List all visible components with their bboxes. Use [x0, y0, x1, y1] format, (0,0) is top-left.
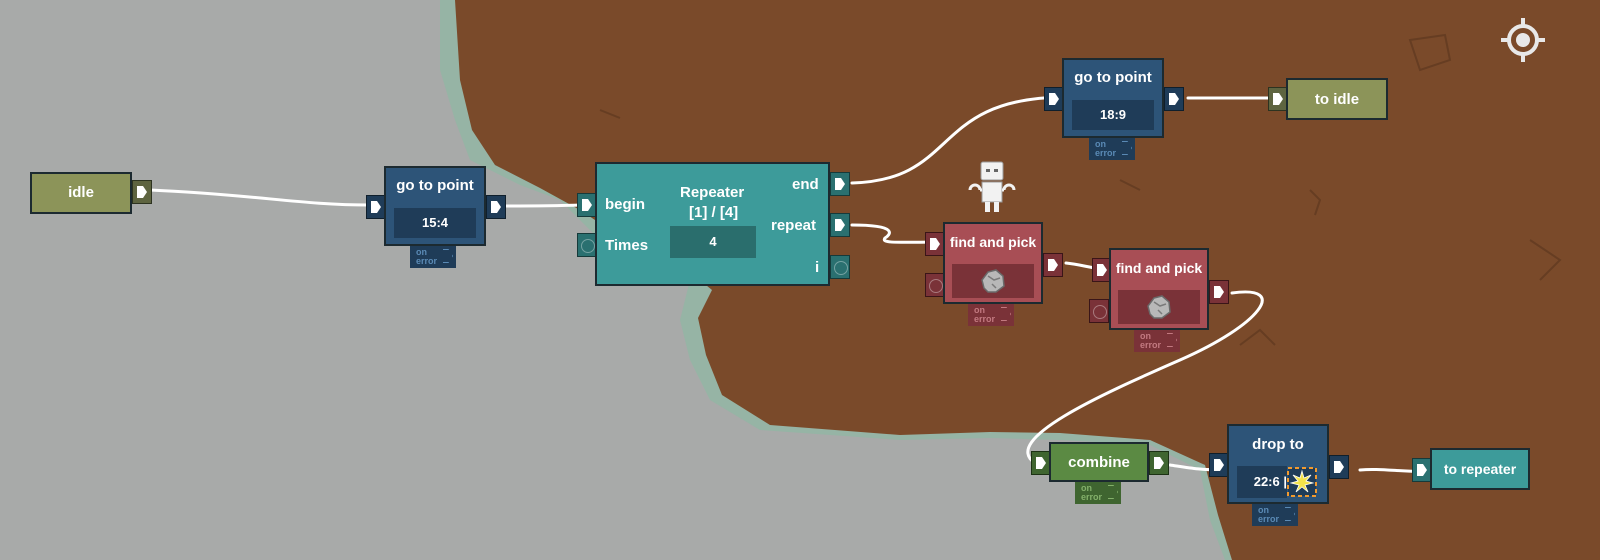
repeater-end-label: end	[792, 176, 819, 193]
goto1-input-port[interactable]	[366, 195, 386, 219]
combine-output-port[interactable]	[1149, 451, 1169, 475]
combine-on-error-label: on error	[1081, 483, 1103, 502]
combine-node[interactable]: combine	[1049, 442, 1149, 482]
on-error-arrow-icon	[443, 249, 453, 263]
repeater-end-port[interactable]	[830, 172, 850, 196]
find-and-pick-node-2[interactable]: find and pick	[1109, 248, 1209, 330]
repeater-times-label: Times	[605, 237, 649, 254]
goto1-on-error-label: on error	[416, 247, 438, 266]
idle-node[interactable]: idle	[30, 172, 132, 214]
combine-label: combine	[1068, 454, 1130, 471]
on-error-arrow-icon	[1108, 485, 1118, 499]
repeater-times-port[interactable]	[577, 233, 597, 257]
to-repeater-input-port[interactable]	[1412, 458, 1432, 482]
find1-output-port[interactable]	[1043, 253, 1063, 277]
goto2-output-port[interactable]	[1164, 87, 1184, 111]
explosion-target-icon[interactable]	[1287, 467, 1317, 497]
combine-on-error-port[interactable]: on error	[1075, 482, 1121, 504]
robot-icon	[968, 161, 1016, 212]
find1-item-slot[interactable]	[952, 264, 1034, 298]
goto1-label: go to point	[396, 177, 474, 194]
repeater-title: Repeater	[680, 184, 745, 201]
drop-label: drop to	[1252, 436, 1304, 453]
on-error-arrow-icon	[1001, 307, 1011, 321]
drop-on-error-label: on error	[1258, 505, 1280, 524]
goto1-output-port[interactable]	[486, 195, 506, 219]
drop-to-node[interactable]: drop to 22:6 |	[1227, 424, 1329, 504]
on-error-arrow-icon	[1285, 507, 1295, 521]
find1-on-error-port[interactable]: on error	[968, 304, 1014, 326]
rock-icon	[1147, 295, 1171, 319]
to-idle-input-port[interactable]	[1268, 87, 1288, 111]
repeater-i-port[interactable]	[830, 255, 850, 279]
combine-input-port[interactable]	[1031, 451, 1051, 475]
to-idle-label: to idle	[1314, 91, 1360, 108]
goto1-on-error-port[interactable]: on error	[410, 246, 456, 268]
goto2-coordinates[interactable]: 18:9	[1072, 100, 1154, 130]
crosshair-target-icon[interactable]	[1500, 17, 1546, 63]
goto2-on-error-port[interactable]: on error	[1089, 138, 1135, 160]
goto-point-node-2[interactable]: go to point 18:9	[1062, 58, 1164, 138]
find1-on-error-label: on error	[974, 305, 996, 324]
find1-label: find and pick	[949, 234, 1037, 250]
to-repeater-label: to repeater	[1443, 461, 1517, 477]
drop-coordinates[interactable]: 22:6 |	[1237, 466, 1287, 498]
goto2-input-port[interactable]	[1044, 87, 1064, 111]
find2-on-error-label: on error	[1140, 331, 1162, 350]
drop-on-error-port[interactable]: on error	[1252, 504, 1298, 526]
find2-output-port[interactable]	[1209, 280, 1229, 304]
idle-label: idle	[68, 184, 94, 201]
repeater-repeat-label: repeat	[771, 217, 817, 234]
to-repeater-node[interactable]: to repeater	[1430, 448, 1530, 490]
idle-output-port[interactable]	[132, 180, 152, 204]
find2-item-slot[interactable]	[1118, 290, 1200, 324]
goto1-coordinates[interactable]: 15:4	[394, 208, 476, 238]
repeater-node[interactable]: begin Times Repeater [1] / [4] 4 end rep…	[595, 162, 830, 286]
find-and-pick-node-1[interactable]: find and pick	[943, 222, 1043, 304]
goto2-label: go to point	[1074, 69, 1152, 86]
repeater-begin-port[interactable]	[577, 193, 597, 217]
find2-label: find and pick	[1115, 260, 1203, 276]
find1-extra-port[interactable]	[925, 273, 945, 297]
drop-input-port[interactable]	[1209, 453, 1229, 477]
repeater-times-value[interactable]: 4	[670, 226, 756, 258]
repeater-repeat-port[interactable]	[830, 213, 850, 237]
find2-extra-port[interactable]	[1089, 299, 1109, 323]
repeater-counter: [1] / [4]	[689, 204, 739, 221]
goto-point-node-1[interactable]: go to point 15:4	[384, 166, 486, 246]
on-error-arrow-icon	[1167, 333, 1177, 347]
to-idle-node[interactable]: to idle	[1286, 78, 1388, 120]
repeater-begin-label: begin	[605, 196, 645, 213]
find1-input-port[interactable]	[925, 232, 945, 256]
on-error-arrow-icon	[1122, 141, 1132, 155]
goto2-on-error-label: on error	[1095, 139, 1117, 158]
rock-icon	[981, 269, 1005, 293]
repeater-i-label: i	[815, 259, 820, 276]
find2-on-error-port[interactable]: on error	[1134, 330, 1180, 352]
drop-output-port[interactable]	[1329, 455, 1349, 479]
